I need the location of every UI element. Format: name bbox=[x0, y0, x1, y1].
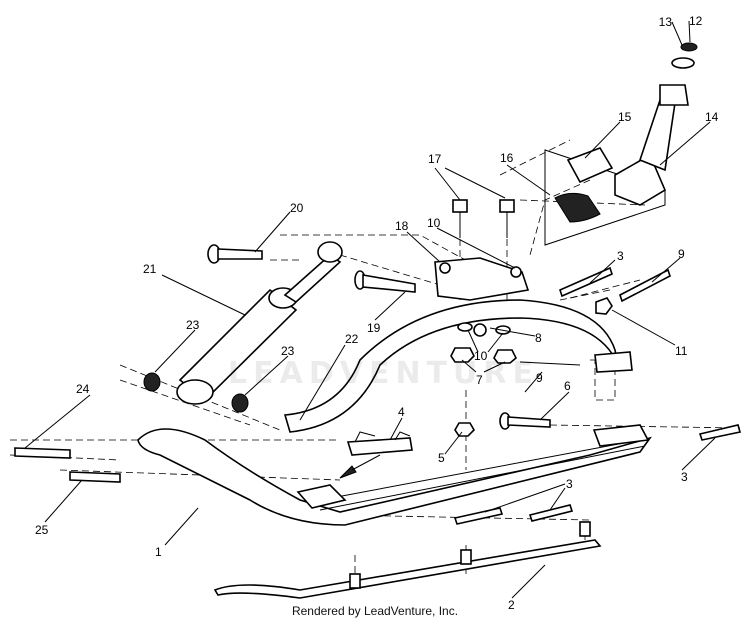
callout-10-mid: 10 bbox=[474, 349, 488, 363]
callout-3-top: 3 bbox=[617, 249, 624, 263]
callout-24: 24 bbox=[76, 382, 90, 396]
callout-15: 15 bbox=[618, 110, 632, 124]
hardware bbox=[450, 297, 613, 437]
callout-5: 5 bbox=[438, 451, 445, 465]
callout-22: 22 bbox=[345, 332, 359, 346]
wear-bar-2 bbox=[213, 521, 602, 599]
callout-12: 12 bbox=[689, 14, 703, 28]
nut-7a bbox=[450, 347, 475, 363]
callout-18: 18 bbox=[395, 219, 409, 233]
callout-20: 20 bbox=[290, 201, 304, 215]
callout-7: 7 bbox=[476, 373, 483, 387]
bracket-pad-16 bbox=[554, 192, 601, 223]
ski-1 bbox=[137, 424, 652, 526]
bolt-6 bbox=[499, 412, 551, 430]
footer-credit: Rendered by LeadVenture, Inc. bbox=[291, 604, 459, 618]
pin-25 bbox=[69, 471, 121, 483]
callout-4: 4 bbox=[398, 405, 405, 419]
bolt-20 bbox=[207, 244, 263, 264]
callout-3-right: 3 bbox=[681, 470, 688, 484]
callout-19: 19 bbox=[367, 321, 381, 335]
bracket-4 bbox=[339, 431, 413, 479]
bolt-19 bbox=[354, 270, 416, 293]
nut-12 bbox=[680, 42, 698, 52]
callout-9-top: 9 bbox=[678, 247, 685, 261]
callout-10-top: 10 bbox=[427, 216, 441, 230]
callout-11: 11 bbox=[675, 344, 688, 358]
shock-absorber-21 bbox=[143, 241, 343, 413]
saddle-bracket-18 bbox=[434, 257, 530, 301]
leader-lines bbox=[24, 20, 716, 599]
callout-9-mid: 9 bbox=[536, 371, 543, 385]
watermark: LEADVENTURE bbox=[228, 356, 539, 391]
callout-2: 2 bbox=[508, 598, 515, 612]
callout-1: 1 bbox=[155, 545, 162, 559]
callout-23-right: 23 bbox=[281, 344, 295, 358]
callout-23-left: 23 bbox=[186, 318, 200, 332]
washer-10a bbox=[457, 322, 473, 332]
callout-8: 8 bbox=[535, 331, 542, 345]
bushing-23a bbox=[143, 372, 161, 392]
callout-6: 6 bbox=[564, 379, 571, 393]
bolts-17 bbox=[452, 199, 515, 238]
callout-13: 13 bbox=[659, 15, 673, 29]
callout-21: 21 bbox=[143, 262, 157, 276]
bushing-23b bbox=[231, 393, 249, 413]
spindle-assembly bbox=[544, 42, 698, 246]
callout-14: 14 bbox=[705, 110, 719, 124]
callout-16: 16 bbox=[500, 151, 514, 165]
bushing-15 bbox=[566, 147, 614, 184]
nut-5 bbox=[454, 422, 475, 437]
callout-25: 25 bbox=[35, 523, 49, 537]
callout-3-bottom: 3 bbox=[566, 477, 573, 491]
callout-17: 17 bbox=[428, 152, 442, 166]
nut-7b bbox=[493, 349, 517, 364]
leaf-spring-22 bbox=[283, 299, 633, 433]
washer-13 bbox=[671, 57, 695, 69]
nut-11 bbox=[595, 297, 613, 315]
pin-24 bbox=[14, 447, 71, 459]
callout-labels: 13 12 14 15 16 17 18 10 3 9 11 19 20 21 … bbox=[35, 14, 719, 612]
